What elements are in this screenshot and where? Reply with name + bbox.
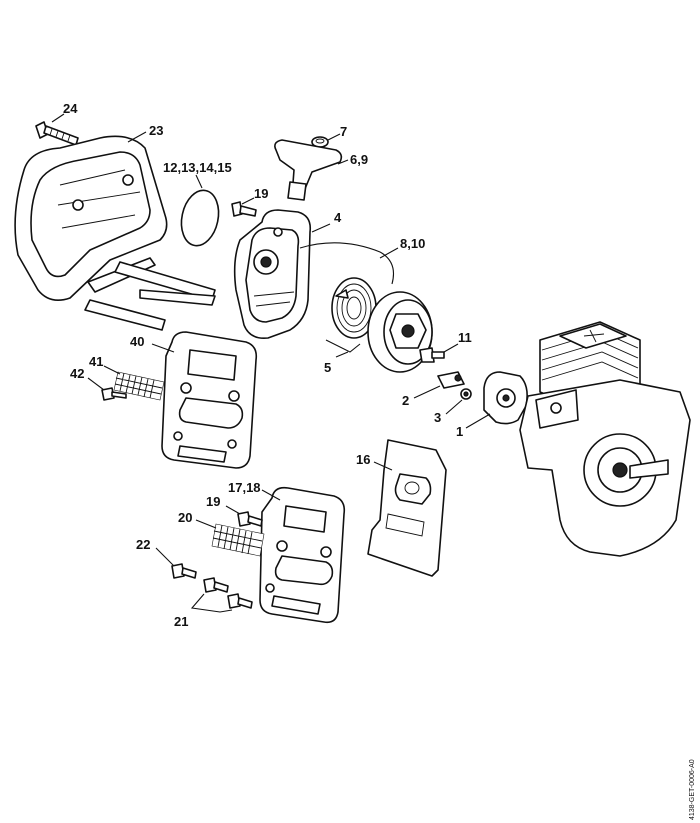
- part-16-heat-shield: [367, 439, 447, 577]
- leader-23: [127, 131, 147, 143]
- part-23-shroud: [14, 135, 216, 331]
- callout-20: 20: [178, 510, 192, 525]
- callout-3: 3: [434, 410, 441, 425]
- leader-4: [311, 223, 331, 233]
- leader-20: [195, 519, 217, 529]
- part-7-insert: [311, 136, 329, 148]
- leader-7: [327, 133, 341, 141]
- leader-2: [413, 385, 441, 399]
- leader-22: [155, 547, 175, 567]
- callout-22: 22: [136, 537, 150, 552]
- leader-19-top: [241, 197, 255, 205]
- callout-23: 23: [149, 123, 163, 138]
- part-19-screw-lower: [237, 511, 263, 527]
- part-rope-rotor: [367, 291, 433, 373]
- part-11-screw: [419, 347, 445, 363]
- bracket-5: [325, 339, 361, 353]
- part-2-pawl: [437, 371, 465, 389]
- part-6-9-starter-grip: [274, 139, 343, 201]
- callout-11: 11: [458, 330, 472, 345]
- part-12-15-gasket: [180, 189, 220, 247]
- leader-11: [443, 343, 459, 353]
- part-4-starter-housing: [233, 209, 395, 340]
- callout-19-lower: 19: [206, 494, 220, 509]
- part-24-screw: [35, 121, 79, 146]
- leader-24: [51, 113, 65, 123]
- part-42-screw: [101, 387, 127, 401]
- part-40-muffler: [161, 331, 258, 469]
- leader-40: [151, 343, 175, 353]
- callout-1: 1: [456, 424, 463, 439]
- callout-16: 16: [356, 452, 370, 467]
- part-22-screw: [171, 563, 197, 579]
- part-17-18-muffler: [259, 486, 346, 624]
- bracket-21: [190, 593, 233, 613]
- leader-19-lower: [225, 505, 241, 515]
- leader-5: [335, 351, 349, 358]
- leader-6-9: [337, 159, 349, 165]
- callout-41: 41: [89, 354, 103, 369]
- part-1-pawl-carrier: [483, 371, 528, 425]
- leader-1: [465, 413, 491, 429]
- callout-24: 24: [63, 101, 78, 116]
- leader-3: [445, 399, 463, 415]
- leader-42: [87, 377, 105, 391]
- part-19-screw-top: [231, 201, 257, 217]
- part-20-screen: [211, 523, 265, 557]
- callout-7: 7: [340, 124, 347, 139]
- callout-5: 5: [324, 360, 331, 375]
- callout-8-10: 8,10: [400, 236, 425, 251]
- leader-41: [103, 365, 121, 375]
- callout-4: 4: [334, 210, 342, 225]
- leader-16: [373, 461, 393, 471]
- callout-17-18: 17,18: [228, 480, 261, 495]
- callout-19-top: 19: [254, 186, 268, 201]
- callout-6-9: 6,9: [350, 152, 368, 167]
- part-3-spring: [460, 388, 472, 400]
- part-41-screen: [113, 371, 165, 401]
- callout-2: 2: [402, 393, 409, 408]
- leader-8-10: [379, 247, 399, 259]
- leader-17-18: [261, 489, 281, 501]
- callout-40: 40: [130, 334, 144, 349]
- part-21-screws: [203, 577, 253, 609]
- callout-42: 42: [70, 366, 84, 381]
- callout-12-15: 12,13,14,15: [163, 160, 232, 175]
- document-code: 4138-GET-0006-A0: [689, 759, 696, 820]
- callout-21: 21: [174, 614, 188, 629]
- leader-12-15: [195, 174, 203, 189]
- engine-assembly: [519, 321, 691, 557]
